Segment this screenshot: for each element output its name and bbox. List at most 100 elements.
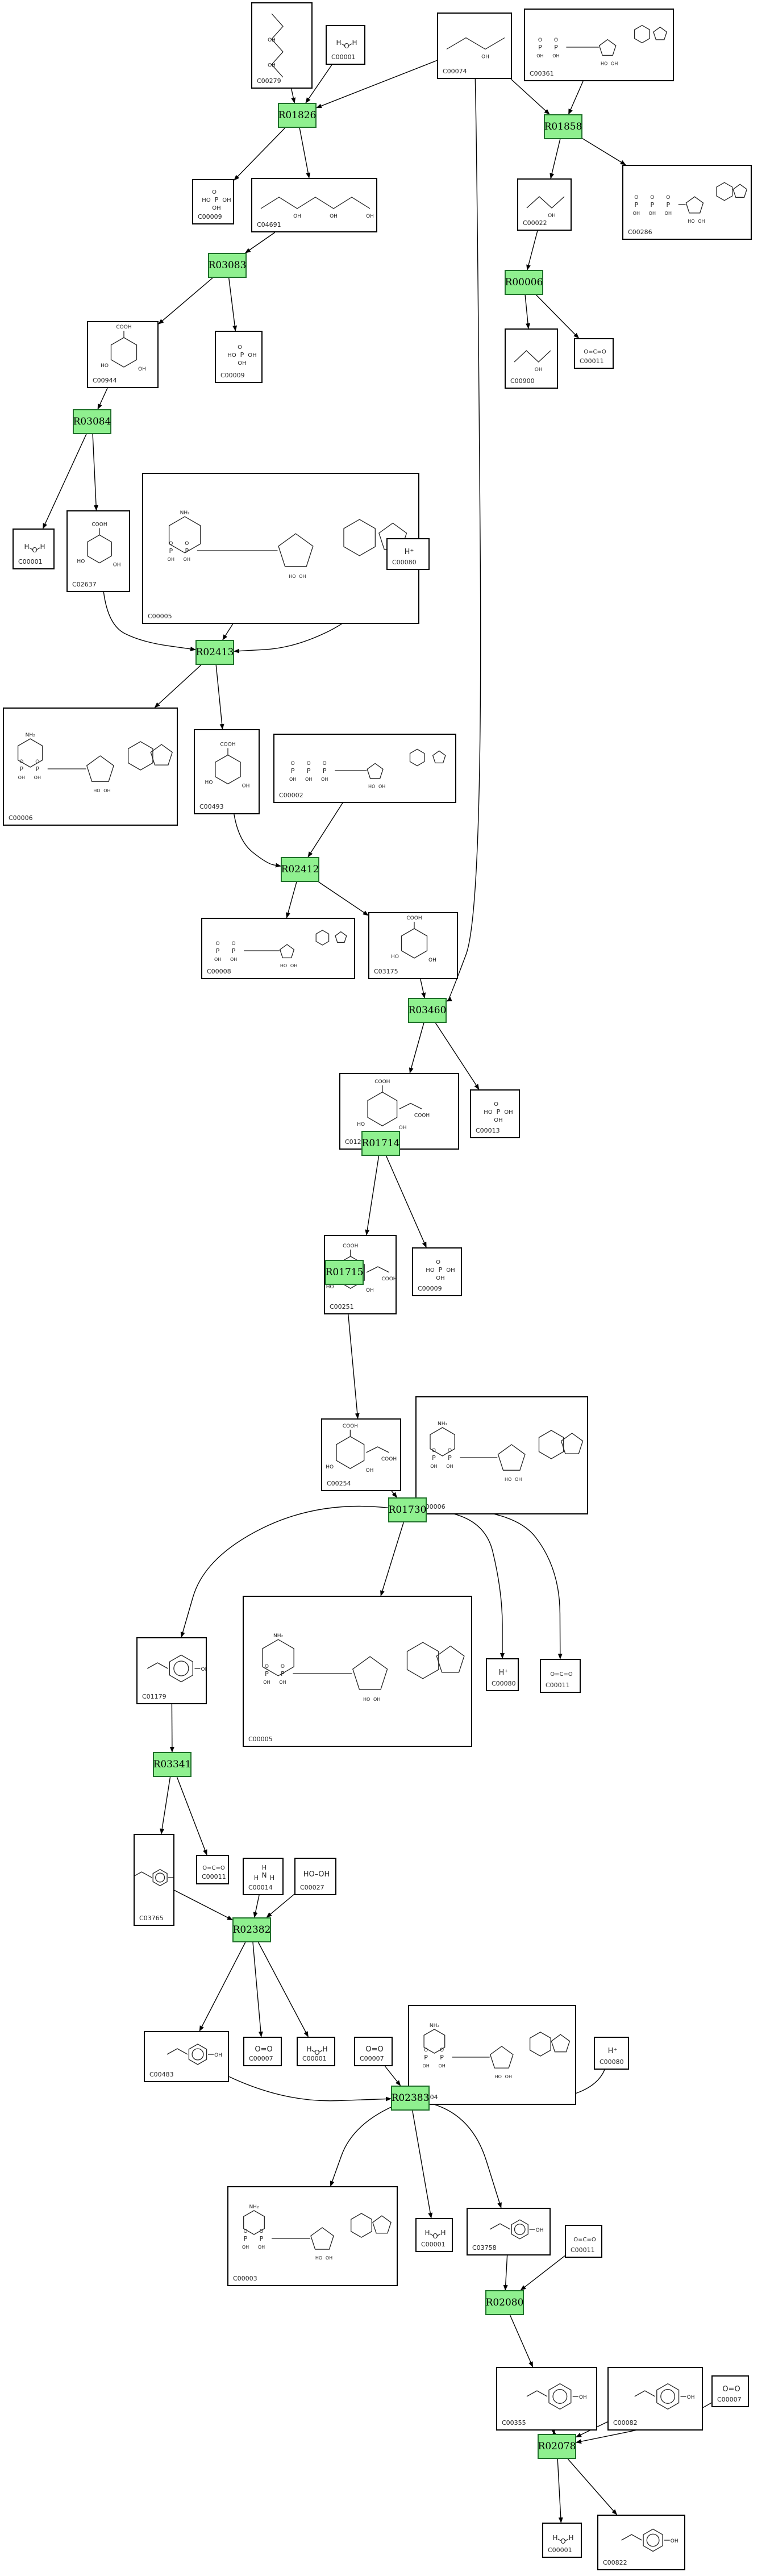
structure-drawing: OH [166, 2044, 222, 2065]
reaction-node[interactable]: R00006 [505, 270, 543, 295]
reaction-node[interactable]: R02383 [391, 2086, 430, 2111]
svg-text:P: P [169, 547, 173, 555]
structure-drawing: OH [526, 196, 565, 219]
reaction-edge [97, 388, 108, 410]
compound-box[interactable]: POOHPOOHNH₂HOOHC00004 [408, 2005, 576, 2105]
reaction-edge [316, 60, 438, 109]
reaction-edge [234, 814, 281, 868]
reaction-node[interactable]: R01714 [361, 1131, 400, 1156]
reaction-node[interactable]: R01826 [278, 103, 317, 128]
svg-text:OH: OH [299, 574, 306, 579]
svg-text:O: O [169, 541, 173, 547]
reaction-node[interactable]: R01858 [544, 114, 582, 139]
reaction-node[interactable]: R01715 [325, 1260, 364, 1285]
reaction-node[interactable]: R01730 [388, 1497, 427, 1522]
svg-text:OH: OH [446, 1464, 453, 1469]
svg-text:P: P [448, 1454, 452, 1462]
svg-text:OH: OH [18, 775, 25, 780]
compound-id: C00011 [546, 1682, 570, 1689]
svg-text:COOH: COOH [406, 915, 422, 921]
svg-text:H: H [270, 1874, 274, 1882]
reaction-node[interactable]: R03084 [73, 409, 111, 434]
reaction-edge [318, 881, 369, 916]
compound-id: C00254 [327, 1480, 351, 1487]
compound-box[interactable]: OHC03765 [134, 1834, 174, 1926]
compound-id: C00286 [628, 228, 652, 236]
compound-id: C00005 [148, 613, 172, 620]
structure-drawing: HO–OH [303, 1870, 330, 1879]
svg-text:COOH: COOH [343, 1424, 358, 1429]
compound-box[interactable]: H⁺C00080 [594, 2037, 629, 2070]
reaction-node[interactable]: R03460 [408, 998, 447, 1023]
reaction-edge [520, 2255, 565, 2291]
reaction-node[interactable]: R03341 [153, 1752, 192, 1777]
reaction-node[interactable]: R02080 [485, 2290, 524, 2315]
compound-id: C00080 [392, 559, 417, 566]
reaction-node[interactable]: R02078 [538, 2434, 576, 2459]
compound-box[interactable]: H⁺C00080 [486, 1658, 519, 1691]
svg-text:OH: OH [184, 557, 190, 562]
reaction-node[interactable]: R02412 [281, 857, 319, 882]
structure-drawing: O=O [365, 2045, 383, 2054]
reaction-node[interactable]: R02413 [195, 640, 234, 665]
compound-box[interactable]: OHC01179 [136, 1637, 207, 1704]
reaction-edge [244, 232, 276, 253]
compound-id: C04691 [257, 221, 281, 228]
svg-text:O: O [238, 344, 242, 351]
compound-box[interactable]: H⁺C00080 [386, 538, 430, 570]
structure-drawing: OH [526, 2383, 587, 2410]
svg-text:N: N [262, 1871, 267, 1879]
svg-text:O: O [32, 546, 37, 554]
svg-text:OH: OH [366, 1288, 374, 1293]
reaction-node[interactable]: R02382 [232, 1917, 271, 1942]
reaction-node[interactable]: R03083 [208, 253, 247, 278]
svg-text:COOH: COOH [343, 1243, 358, 1249]
